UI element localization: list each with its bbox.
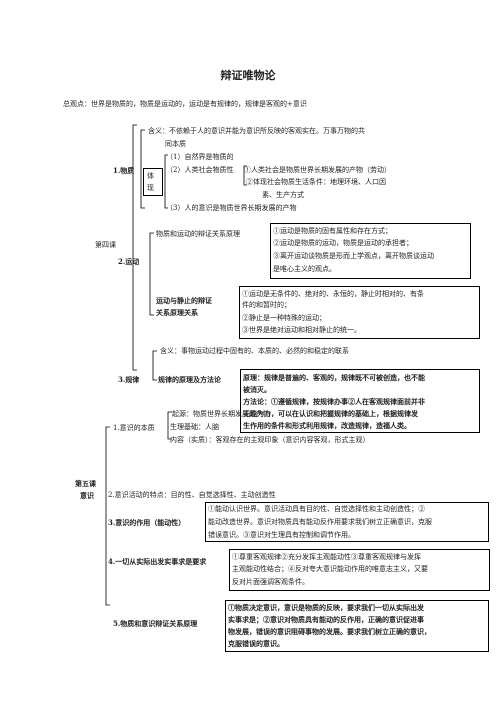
essence-physiology: 生理基础：人脑 xyxy=(170,423,219,431)
embody-label-2: 现 xyxy=(147,184,154,192)
consciousness-traits: 2.意识活动的特点：目的性、自觉选择性、主动创造性 xyxy=(108,491,276,499)
essence-label: 1.意识的本质 xyxy=(113,424,155,432)
role-label: 3.意识的作用（能动性） xyxy=(108,518,186,527)
essence-content: 内容（实质）：客观存在的主观印象（意识内容客观，形式主观） xyxy=(170,436,370,444)
relation-label: 5.物质和意识辩证关系原理 xyxy=(113,619,198,628)
relation-box-line: 克服错误的意识。 xyxy=(228,639,284,648)
lesson4-brace xyxy=(132,124,137,371)
law-box-line: 无能为力，可以在认识和把握规律的基础上，根据规律发 xyxy=(243,409,418,418)
seek-truth-box-line: 主观能动性结合；④反对夸大意识能动作用的唯意志主义，又要 xyxy=(232,565,428,573)
law-box-line: 被消灭。 xyxy=(243,385,271,394)
seek-truth-box-line: ①尊重客观规律②充分发挥主观能动性③尊重客观规律与发挥 xyxy=(232,553,421,561)
origin-brace xyxy=(167,411,172,440)
motion-box1-line: ①运动是物质的固有属性和存在方式； xyxy=(273,227,392,235)
role-box-line: 错误意识。③意识对生理具有控制和调节作用。 xyxy=(208,531,355,539)
society-point-1: ①人类社会是物质世界长期发展的产物（劳动） xyxy=(244,166,391,174)
embody-item-nature: （1）自然界是物质的 xyxy=(166,153,234,161)
law-brace xyxy=(152,350,157,381)
matter-brace xyxy=(140,129,145,209)
lesson5-label-line2: 意识 xyxy=(80,491,94,500)
law-box-line: 方法论：①遵循规律，按规律办事②人在客观规律面前并非 xyxy=(243,397,425,406)
motion-box2 xyxy=(239,286,480,339)
society-point-2-line2: 素、生产方式 xyxy=(262,191,304,199)
page-title: 辩证唯物论 xyxy=(220,69,276,82)
motion-box1 xyxy=(270,223,471,279)
law-sub: 规律的原理及方法论 xyxy=(158,375,221,384)
law-box-line: 生作用的条件和形式利用规律，改造规律，造福人类。 xyxy=(243,421,411,430)
seek-truth-box xyxy=(229,549,490,591)
law-definition: 含义：事物运动过程中固有的、本质的、必然的和稳定的联系 xyxy=(160,347,349,355)
embody-item-consciousness: （3）人的意识是物质世界长期发展的产物 xyxy=(166,204,297,212)
motion-box1-line: 是唯心主义的观点。 xyxy=(273,265,336,273)
relation-box-line: 实事求是；②意识对物质具有能动的反作用，正确的意识促进事 xyxy=(228,615,424,624)
overview-text: 总观点：世界是物质的，物质是运动的，运动是有规律的，规律是客观的+意识 xyxy=(63,100,307,108)
essence-origin: 起源：物质世界长期发展的产物 xyxy=(172,410,270,418)
matter-definition-line1: 含义：不依赖于人的意识并能为意识所反映的客观实在。万事万物的共 xyxy=(148,127,365,135)
motion-sub2-line1: 运动与静止的辩证 xyxy=(156,296,212,305)
relation-box-line: 物发展，错误的意识阻碍事物的发展。要求我们树立正确的意识， xyxy=(228,627,431,636)
law-box-line: 原理：规律是普遍的、客观的，规律既不可被创造，也不能 xyxy=(243,373,425,382)
matter-label: 1.物质 xyxy=(113,166,135,175)
lesson4-label: 第四课 xyxy=(95,241,116,249)
embody-box xyxy=(143,168,163,196)
motion-box2-line: 件的和暂时的； xyxy=(242,301,291,309)
motion-label: 2.运动 xyxy=(118,257,140,266)
embody-label-1: 体 xyxy=(147,172,154,180)
law-box xyxy=(240,369,480,433)
relation-box-line: ①物质决定意识，意识是物质的反映，要求我们一切从实际出发 xyxy=(228,603,424,612)
motion-sub2-line2: 关系原理关系 xyxy=(156,308,198,317)
lesson5-label-line1: 第五课 xyxy=(75,479,96,488)
society-brace xyxy=(243,165,247,186)
embody-item-society: （2）人类社会物质性 xyxy=(166,166,234,174)
motion-box1-line: ③离开运动谈物质是形而上学观点，离开物质谈运动 xyxy=(273,252,434,260)
role-box-line: 能动改造世界。意识对物质具有能动反作用要求我们树立正确意识，克服 xyxy=(208,518,432,526)
role-box-line: ①能动认识世界。意识活动具有目的性、自觉选择性和主动创造性；② xyxy=(208,505,425,513)
motion-box2-line: ③世界是绝对运动和相对静止的统一。 xyxy=(242,326,361,334)
society-point-2-line1: ②体现社会物质生活条件：地理环境、人口因 xyxy=(246,178,386,186)
embody-brace xyxy=(164,154,168,209)
motion-box2-line: ①运动是无条件的、绝对的、永恒的，静止时相对的、有条 xyxy=(242,290,424,298)
motion-brace xyxy=(149,232,154,316)
relation-box xyxy=(225,600,489,652)
lesson5-brace xyxy=(105,426,110,606)
seek-truth-box-line: 反对片面强调客观条件。 xyxy=(232,578,309,586)
role-box xyxy=(205,502,489,542)
law-label: 3.规律 xyxy=(118,375,140,384)
motion-box1-line: ②运动是物质的运动，物质是运动的承担者； xyxy=(273,239,413,247)
motion-box2-line: ②静止是一种特殊的运动； xyxy=(242,314,326,322)
matter-definition-line2: 同本质 xyxy=(165,140,186,148)
seek-truth-label: 4.一切从实际出发实事求是要求 xyxy=(108,557,207,566)
motion-sub1: 物质和运动的辩证关系原理 xyxy=(156,230,240,238)
